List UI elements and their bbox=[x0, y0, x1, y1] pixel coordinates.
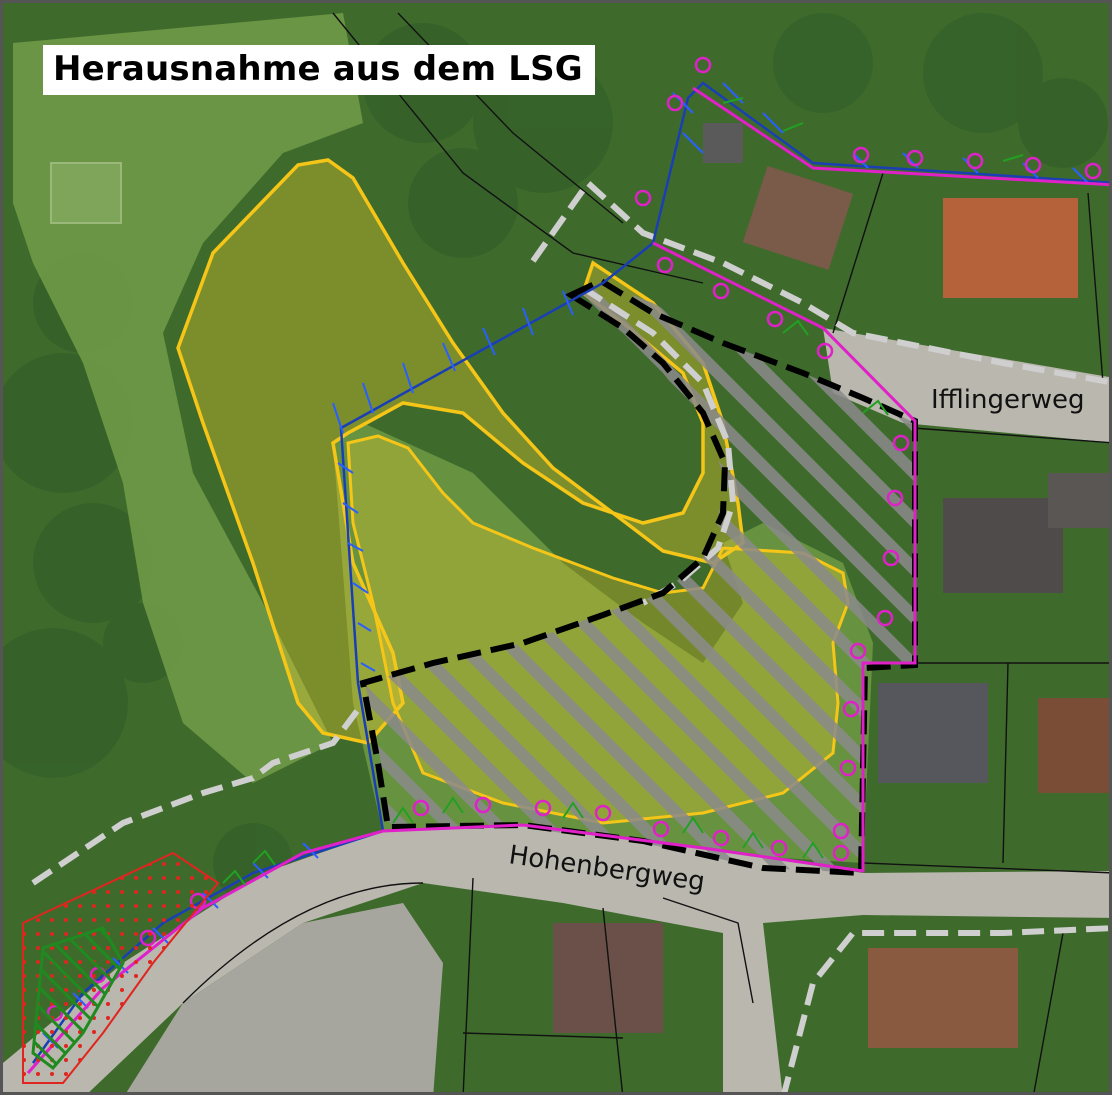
field-plot bbox=[50, 162, 122, 224]
removal-area-hatched bbox=[365, 283, 915, 873]
green-hatched-area bbox=[31, 926, 125, 1071]
buildings bbox=[553, 123, 1109, 1048]
map-title: Herausnahme aus dem LSG bbox=[53, 49, 583, 89]
magenta-boundary bbox=[26, 86, 1109, 1074]
map-title-box: Herausnahme aus dem LSG bbox=[43, 45, 595, 95]
road-hohenbergweg bbox=[3, 825, 1109, 1092]
green-markers bbox=[222, 97, 1024, 886]
map-canvas[interactable]: Ifflingerweg Hohenbergweg bbox=[3, 3, 1112, 1095]
parking-lot bbox=[126, 903, 443, 1092]
lsg-boundary-dashed bbox=[359, 277, 918, 877]
street-label-ifflingerweg: Ifflingerweg bbox=[931, 385, 1084, 415]
